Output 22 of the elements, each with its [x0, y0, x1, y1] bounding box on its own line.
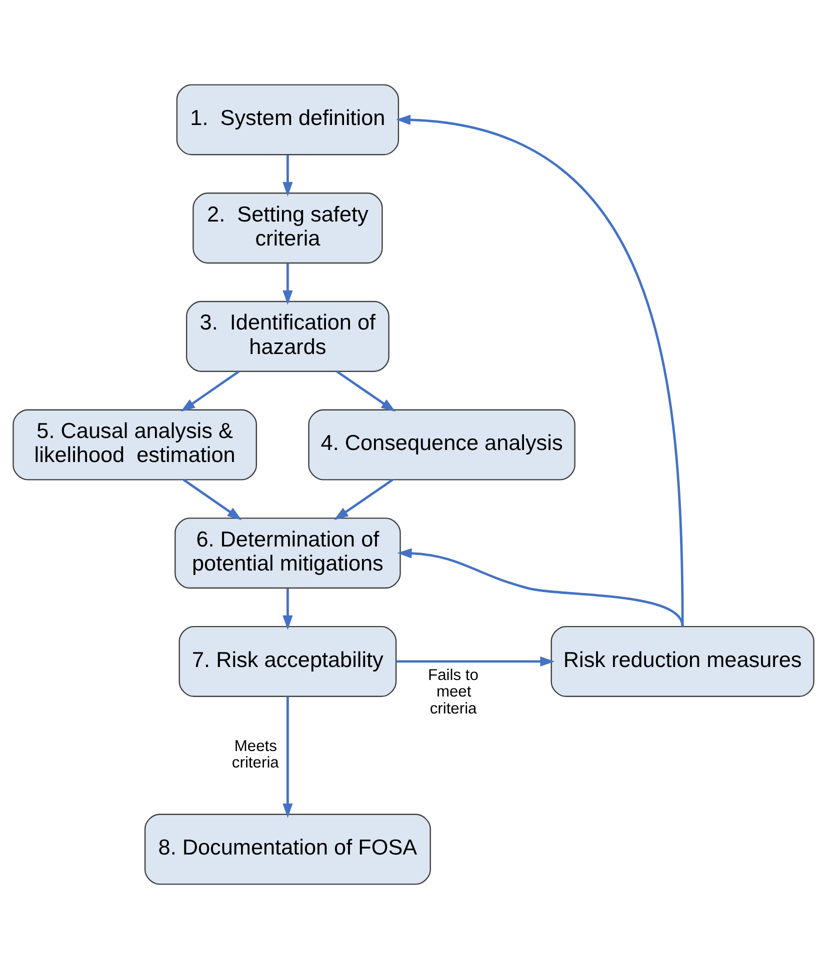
node-box: 2. Setting safety criteria: [192, 192, 383, 264]
arrow: [282, 262, 293, 304]
node-box: 3. Identification of hazards: [186, 300, 390, 372]
arrow: [397, 548, 684, 626]
arrow: [396, 114, 684, 626]
node-box: Risk reduction measures: [550, 625, 814, 696]
node-box: 6. Determination of potential mitigations: [174, 517, 401, 588]
node-box: 8. Documentation of FOSA: [144, 813, 431, 884]
arrow: [334, 478, 394, 520]
arrow: [182, 478, 242, 520]
arrow: [336, 370, 396, 412]
arrow: [282, 588, 293, 630]
node-box: 1. System definition: [176, 84, 400, 155]
edge-label: Meets criteria: [232, 737, 279, 772]
arrow: [282, 696, 293, 818]
node-box: 4. Consequence analysis: [308, 408, 576, 480]
node-box: 7. Risk acceptability: [178, 625, 397, 696]
edge-label: Fails to meet criteria: [428, 666, 478, 717]
node-box: 5. Causal analysis & likelihood estimation: [12, 408, 257, 480]
arrow: [282, 154, 293, 196]
arrow: [180, 370, 240, 412]
arrow: [396, 656, 555, 666]
